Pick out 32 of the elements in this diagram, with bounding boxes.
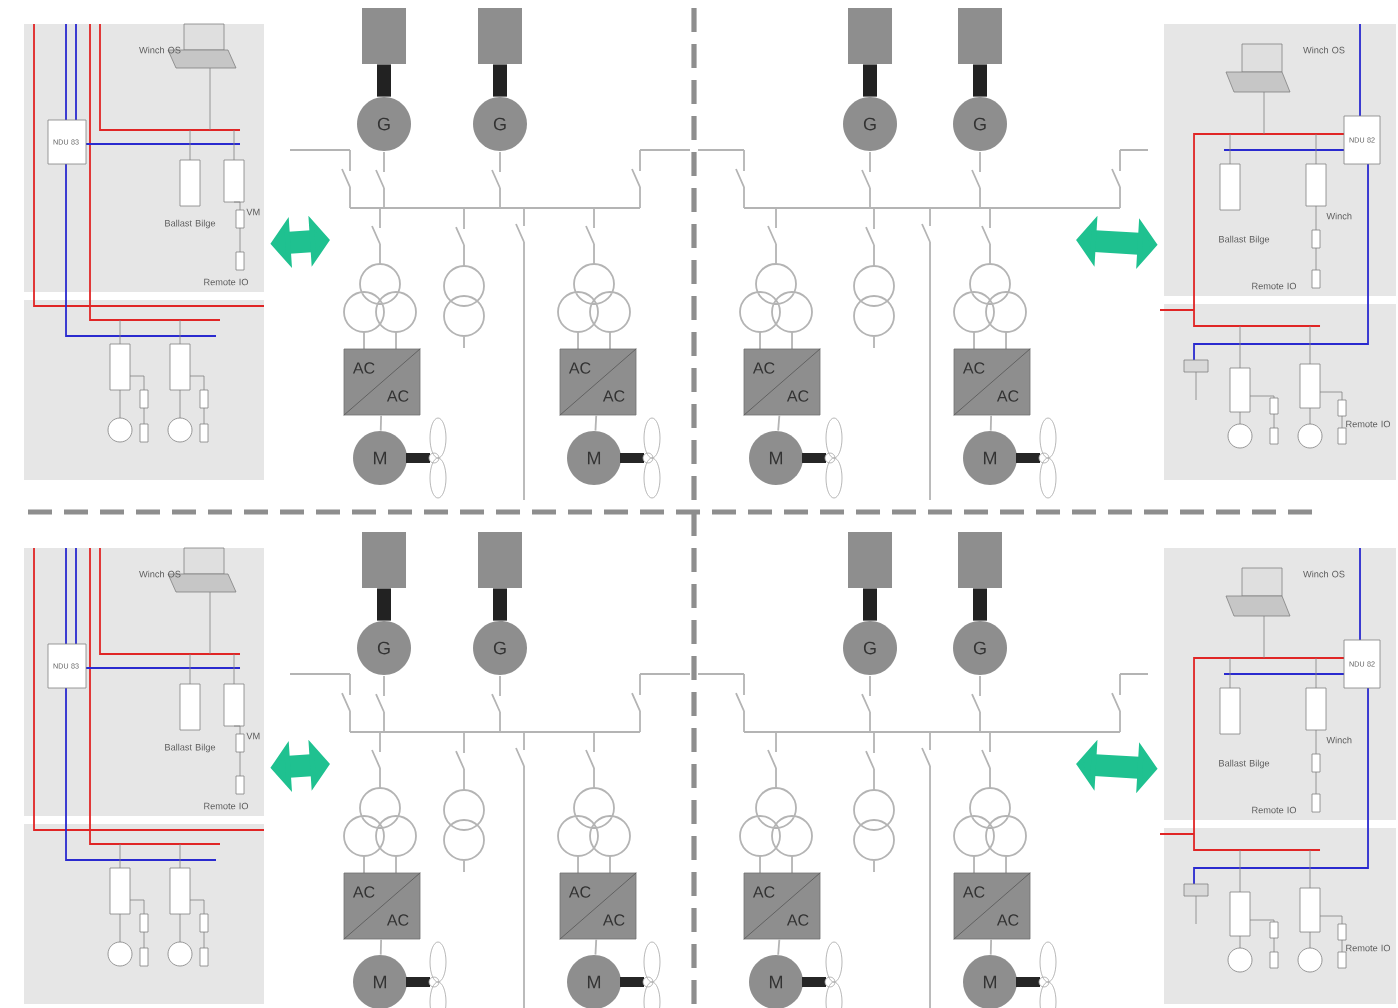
drive-shaft <box>377 64 391 97</box>
connection-line <box>777 938 781 956</box>
converter-box: AC AC <box>953 872 1031 940</box>
converter-box: AC AC <box>343 872 421 940</box>
connection-line <box>989 414 993 432</box>
connection-line <box>379 414 383 432</box>
drive-shaft <box>493 64 507 97</box>
engine-block <box>848 532 892 588</box>
engine-block <box>478 8 522 64</box>
connection-line <box>989 938 993 956</box>
connection-line <box>379 938 383 956</box>
engine-block <box>848 8 892 64</box>
converter-box: AC AC <box>559 348 637 416</box>
converter-box: AC AC <box>953 348 1031 416</box>
drive-shaft <box>493 588 507 621</box>
engine-block <box>478 532 522 588</box>
drive-shaft <box>863 588 877 621</box>
drive-shaft <box>973 64 987 97</box>
drive-shaft <box>377 588 391 621</box>
converter-box: AC AC <box>559 872 637 940</box>
engine-block <box>958 532 1002 588</box>
engine-block <box>362 532 406 588</box>
connection-line <box>594 414 598 432</box>
converter-box: AC AC <box>743 348 821 416</box>
connection-line <box>594 938 598 956</box>
converter-box: AC AC <box>743 872 821 940</box>
engine-block <box>958 8 1002 64</box>
drive-shaft <box>973 588 987 621</box>
converter-box: AC AC <box>343 348 421 416</box>
connection-line <box>777 414 781 432</box>
engine-block <box>362 8 406 64</box>
drive-shaft <box>863 64 877 97</box>
